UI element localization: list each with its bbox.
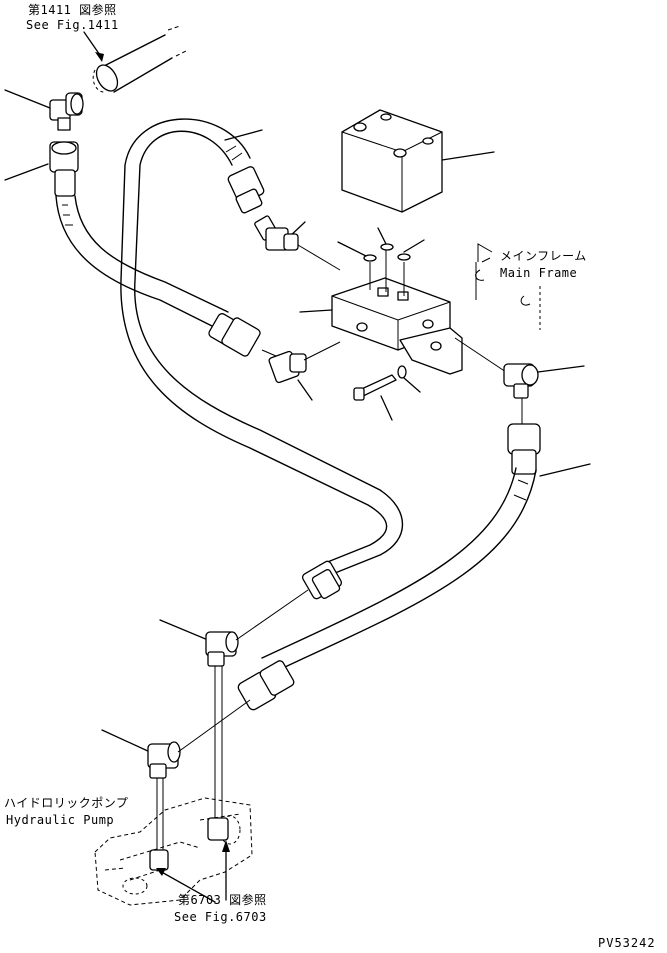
ref6703-label-jp: 第6703 図参照	[178, 893, 267, 907]
drawing-code: PV53242	[598, 936, 656, 950]
hose-left-long	[4, 141, 261, 357]
ref1411-label-en: See Fig.1411	[26, 18, 119, 32]
elbow-fitting-lower	[101, 699, 251, 852]
hydraulic-pump	[94, 797, 253, 906]
main-frame-label-jp: メインフレーム	[500, 249, 587, 263]
elbow-fitting-middle	[159, 589, 309, 820]
ref1411-label-jp: 第1411 図参照	[28, 3, 117, 17]
elbow-fitting-right	[454, 337, 585, 399]
hose-to-fig1411	[92, 25, 189, 93]
ref6703-label-en: See Fig.6703	[174, 910, 267, 924]
manifold-block	[299, 227, 463, 375]
hose-right-long	[237, 398, 591, 711]
main-frame-label-en: Main Frame	[500, 266, 578, 280]
pump-label-jp: ハイドロリックポンプ	[4, 796, 129, 810]
hose-center-loop	[120, 118, 404, 600]
pump-label-en: Hydraulic Pump	[6, 813, 115, 827]
ref6703-arrows	[156, 840, 230, 903]
ref1411-arrow	[83, 31, 104, 62]
main-frame-marker	[475, 243, 541, 330]
bolt-and-washer	[353, 365, 421, 421]
cover-block	[341, 109, 495, 213]
elbow-fitting-top-left	[4, 89, 84, 131]
elbow-fitting-manifold-upper	[254, 215, 341, 271]
elbow-fitting-manifold-lower	[261, 341, 341, 401]
